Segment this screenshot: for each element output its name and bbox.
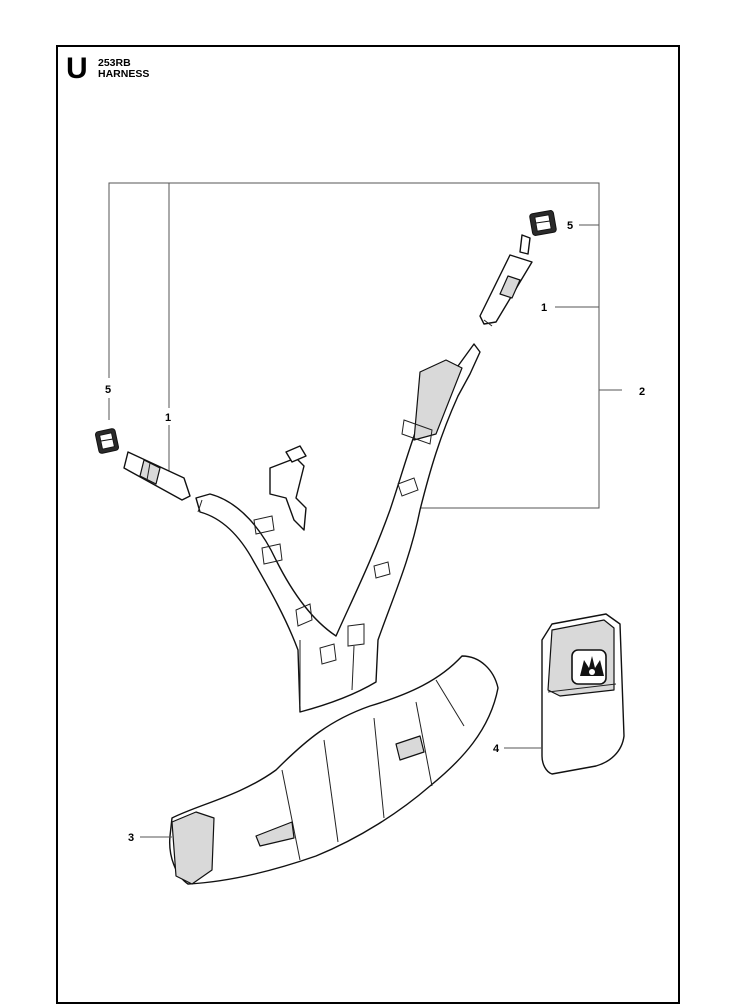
strap-buckle-left[interactable] bbox=[94, 428, 120, 454]
hip-pad[interactable] bbox=[169, 655, 499, 885]
callout-strap-buckle-left: 5 bbox=[105, 384, 111, 396]
model-number: 253RB bbox=[98, 57, 131, 69]
callout-leaders bbox=[140, 747, 542, 838]
callout-strap-clip-right: 1 bbox=[541, 302, 547, 314]
strap-clip-left[interactable] bbox=[123, 451, 191, 501]
callout-shoulder-strap-assembly: 2 bbox=[639, 386, 645, 398]
callout-hip-pad: 3 bbox=[128, 832, 134, 844]
section-title: HARNESS bbox=[98, 68, 150, 80]
callout-back-pad: 4 bbox=[493, 743, 500, 755]
assembly-bracket bbox=[108, 182, 622, 509]
title-block: 253RB HARNESS bbox=[98, 58, 149, 80]
callout-strap-buckle-right: 5 bbox=[567, 220, 573, 232]
husqvarna-crown-icon bbox=[580, 656, 604, 676]
strap-clip-right[interactable] bbox=[479, 234, 533, 327]
back-pad[interactable] bbox=[541, 613, 625, 775]
strap-buckle-right[interactable] bbox=[529, 210, 557, 236]
callout-strap-clip-left: 1 bbox=[165, 412, 171, 424]
drawing-frame bbox=[56, 45, 680, 1004]
shoulder-strap-assembly[interactable] bbox=[195, 343, 481, 713]
section-letter: U bbox=[66, 52, 88, 85]
